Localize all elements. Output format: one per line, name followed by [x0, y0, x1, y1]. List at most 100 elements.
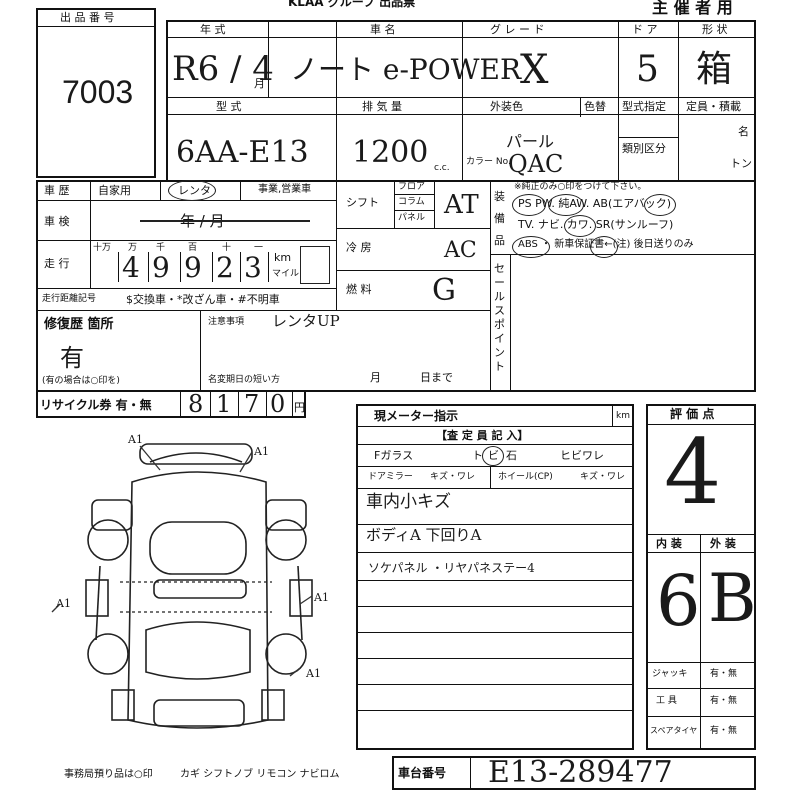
abs-circle	[512, 236, 550, 258]
caution-value: レンタUP	[272, 312, 340, 330]
header-title: KLAA グループ 出品票	[288, 0, 416, 9]
equipment-note: ※純正のみ○印をつけて下さい。	[514, 182, 647, 192]
digit-label-1k: 千	[156, 243, 166, 253]
equipment-label: 装 備 品	[494, 190, 505, 247]
recycle-digit-1: 8	[188, 390, 204, 418]
mileage-digit-3: 9	[152, 251, 170, 284]
repair-history-value: 有	[60, 344, 84, 372]
mileage-digit-6: 3	[244, 251, 262, 284]
ac-value: AC	[444, 238, 477, 263]
jack-options: 有・無	[710, 669, 738, 679]
fuel-value: G	[432, 273, 456, 308]
mileage-digit-4: 9	[184, 251, 202, 284]
ps-circle	[512, 194, 546, 216]
digit-label-100: 百	[188, 243, 198, 253]
category-label: 類別区分	[622, 142, 666, 155]
grade-value: X	[520, 47, 549, 93]
private-use-label: 自家用	[98, 184, 131, 197]
recycle-unit: 円	[294, 401, 305, 414]
shift-option-floor: フロア	[398, 182, 426, 192]
inspector-note-3: ソケパネル ・リヤパネステー4	[368, 561, 535, 575]
doors-label: ド ア	[632, 23, 658, 36]
history-label: 車 歴	[44, 184, 70, 197]
caution-label: 注意事項	[208, 317, 245, 327]
inspection-label: 車 検	[44, 215, 70, 228]
shift-option-column: コラム	[398, 197, 425, 207]
recycle-digit-4: 0	[270, 390, 286, 418]
recycle-label: リサイクル券 有・無	[40, 398, 152, 412]
navi-circle	[564, 215, 596, 237]
persons-unit: 名	[738, 125, 749, 138]
tools-label: 工 具	[656, 696, 677, 706]
jack-label: ジャッキ	[652, 669, 688, 679]
model-label: 型 式	[216, 100, 242, 113]
damage-mark-rear-right: A1	[306, 667, 321, 680]
wheel-options: キズ・ワレ	[580, 472, 626, 482]
wheel-label: ホイール(CP)	[498, 472, 553, 482]
recycle-digit-3: 7	[244, 390, 260, 418]
mirror-options: キズ・ワレ	[430, 472, 476, 482]
year-label: 年 式	[200, 23, 226, 36]
exterior-score: B	[708, 560, 757, 637]
exterior-label: 外 装	[710, 537, 736, 550]
mileage-record-options: $交換車・*改ざん車・#不明車	[126, 293, 280, 306]
glass-option-1: ト	[472, 449, 483, 462]
glass-option-3: 石	[506, 449, 517, 462]
car-name-value: ノート e-POWER	[290, 53, 522, 86]
doors-value: 5	[636, 49, 659, 90]
history-grid	[36, 180, 756, 392]
mileage-digit-2: 4	[122, 251, 140, 284]
color-value: パール	[506, 132, 555, 151]
mileage-record-label: 走行距離記号	[42, 294, 97, 304]
interior-score: 6	[656, 560, 701, 642]
shape-value: 箱	[696, 49, 733, 90]
lot-number-box	[36, 8, 156, 178]
fuel-label: 燃 料	[346, 283, 372, 296]
chassis-label: 車台番号	[398, 766, 447, 780]
inspector-note-1: 車内小キズ	[366, 492, 451, 512]
mileage-digit-5: 2	[216, 251, 234, 284]
color-label: 外装色	[490, 100, 523, 113]
score-label: 評 価 点	[670, 407, 715, 421]
chassis-value: E13-289477	[488, 755, 673, 790]
lot-number-label: 出 品 番 号	[60, 11, 115, 24]
digit-label-10k: 万	[128, 243, 138, 253]
sales-point-label: セールスポイント	[494, 262, 505, 373]
displacement-value: 1200	[352, 135, 429, 170]
business-label: 事業,営業車	[258, 184, 312, 195]
car-name-label: 車 名	[370, 23, 396, 36]
mileage-label: 走 行	[44, 257, 70, 270]
recycle-digit-2: 1	[216, 390, 232, 418]
shift-option-panel: パネル	[398, 213, 426, 223]
inspector-title: 【査 定 員 記 入】	[436, 429, 529, 442]
color-number-prefix: カラー No.	[466, 157, 511, 167]
repair-history-label: 修復歴 箇所	[44, 317, 114, 332]
chassis-box	[392, 756, 756, 790]
digit-label-1: 一	[254, 243, 264, 253]
year-value: R6 / 4	[172, 49, 274, 89]
color-number-value: QAC	[508, 150, 564, 178]
name-change-label: 名変期日の短い方	[208, 375, 281, 385]
ac-label: 冷 房	[346, 241, 372, 254]
office-items: カギ シフトノブ リモコン ナビロム	[180, 769, 340, 780]
rental-circle	[168, 180, 216, 201]
model-value: 6AA-E13	[176, 135, 309, 170]
displacement-label: 排 気 量	[362, 100, 402, 113]
meter-label: 現メーター指示	[374, 409, 459, 423]
tools-options: 有・無	[710, 696, 738, 706]
mirror-label: ドアミラー	[368, 472, 413, 482]
damage-mark-front-right: A1	[254, 445, 269, 458]
damage-mark-front-left: A1	[128, 433, 143, 446]
shift-value: AT	[444, 190, 479, 220]
pw-circle	[548, 194, 584, 216]
inspector-note-2: ボディA 下回りA	[366, 526, 482, 544]
interior-label: 内 装	[656, 537, 682, 550]
grade-label: グ レ ー ド	[490, 23, 545, 36]
ab-circle	[644, 194, 676, 216]
color-change-label: 色替	[584, 100, 606, 113]
mile-box	[300, 246, 330, 284]
shape-label: 形 状	[702, 23, 728, 36]
warranty-circle	[590, 236, 618, 258]
cc-unit: c.c.	[434, 163, 450, 173]
score-value: 4	[664, 420, 722, 525]
